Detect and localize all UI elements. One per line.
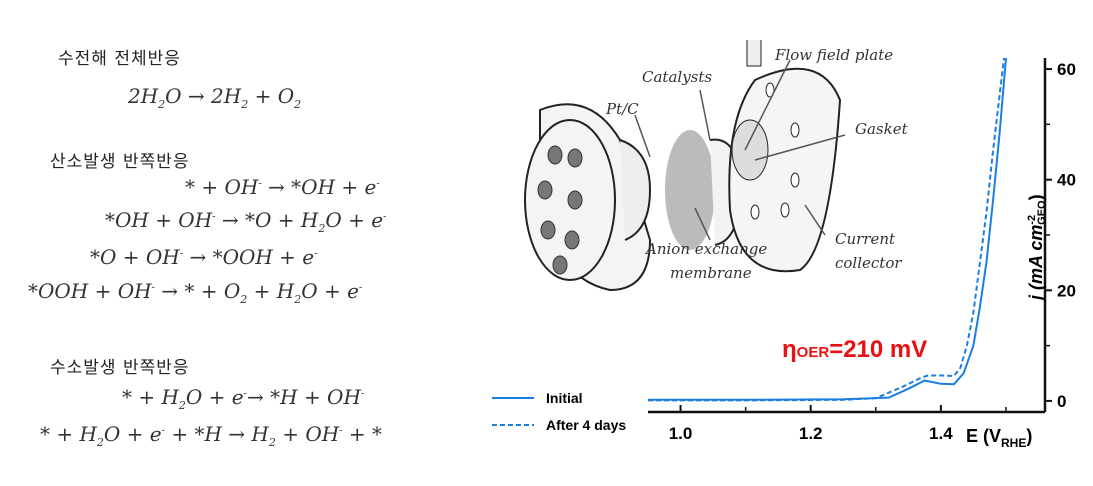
equation-term: -	[179, 248, 184, 260]
equation-term: → *OOH + e	[183, 245, 315, 269]
electrolyzer-cell-diagram	[524, 40, 846, 292]
equation-term: -	[212, 211, 216, 223]
equation: *OH + OH- → *O + H2O + e-	[105, 208, 386, 235]
equation-term: + *H → H	[165, 422, 269, 446]
label-membrane: membrane	[670, 264, 752, 282]
equation-term: *O + OH	[90, 245, 180, 269]
equation-term: -	[360, 388, 365, 400]
equation-term: * + H	[40, 422, 97, 446]
equation-term: → *O + H	[215, 208, 319, 232]
equation-term: -	[243, 388, 248, 400]
equation: *O + OH- → *OOH + e-	[90, 245, 318, 269]
flow-field	[731, 119, 769, 181]
equation-term: → *OH + e	[261, 175, 377, 199]
label-current-collector: collector	[835, 254, 902, 272]
equation-term: -	[314, 248, 318, 260]
label-pt-c: Pt/C	[606, 100, 639, 118]
equation-term: 2	[158, 98, 166, 111]
x-tick-label: 1.4	[929, 424, 953, 443]
equation-term: 2	[294, 293, 302, 306]
equation-term: -	[151, 282, 155, 294]
equation-term: → *H + OH	[247, 385, 361, 409]
series-line-after-4-days	[648, 57, 1005, 402]
label-membrane: Anion exchange	[646, 240, 768, 258]
legend-label: Initial	[546, 390, 583, 406]
y-tick-label: 20	[1057, 281, 1076, 300]
x-tick-label: 1.0	[669, 424, 693, 443]
end-plate-right	[728, 67, 842, 273]
equation-term: * + OH	[185, 175, 259, 199]
y-axis-label: j (mA cm-2GEO)	[1026, 194, 1048, 302]
equation-term: 2	[268, 436, 276, 449]
equation-term: 2	[240, 293, 248, 306]
equation-term: 2	[318, 222, 326, 235]
equation-term: O + e	[301, 279, 359, 303]
equation: * + H2O + e-→ *H + OH-	[122, 385, 364, 412]
label-flow-field-plate: Flow field plate	[775, 46, 894, 64]
label-catalysts: Catalysts	[642, 68, 713, 86]
her-title: 수소발생 반쪽반응	[50, 358, 190, 378]
equation-term: 2	[178, 399, 186, 412]
equation-term: 2	[294, 98, 302, 111]
equation-term: → * + O	[154, 279, 241, 303]
equation-term: * + H	[122, 385, 179, 409]
equation-term: *OH + OH	[105, 208, 213, 232]
equation: 2H2O → 2H2 + O2	[128, 84, 301, 111]
equation-term: 2	[241, 98, 249, 111]
equation: * + H2O + e- + *H → H2 + OH- + *	[40, 422, 382, 449]
equation-term: -	[258, 178, 262, 190]
oer-title: 산소발생 반쪽반응	[50, 152, 190, 172]
equation-term: 2H	[128, 84, 159, 108]
y-tick-label: 40	[1057, 171, 1076, 190]
equation: *OOH + OH- → * + O2 + H2O + e-	[28, 279, 362, 306]
y-tick-label: 0	[1057, 392, 1066, 411]
label-current-collector: Current	[835, 230, 896, 248]
equation-term: -	[383, 211, 387, 223]
overall-reaction-title: 수전해 전체반응	[58, 49, 181, 69]
legend-label: After 4 days	[546, 417, 626, 433]
equation: * + OH- → *OH + e-	[185, 175, 380, 199]
overpotential-annotation: ηOER=210 mV	[782, 336, 927, 363]
x-tick-label: 1.2	[799, 424, 823, 443]
equation-term: + H	[247, 279, 295, 303]
equation-term: -	[358, 282, 363, 294]
equation-term: O + e	[325, 208, 384, 232]
equation-term: + OH	[275, 422, 340, 446]
equation-term: O → 2H	[165, 84, 242, 108]
equation-term: *OOH + OH	[28, 279, 152, 303]
equation-term: -	[376, 178, 380, 190]
equation-term: + *	[342, 422, 383, 446]
membrane	[665, 130, 715, 250]
equation-term: 2	[96, 436, 104, 449]
equation-term: + O	[248, 84, 295, 108]
x-axis-label: E (VRHE)	[966, 426, 1032, 450]
equation-term: -	[339, 425, 343, 437]
equation-term: -	[161, 425, 166, 437]
equation-term: O + e	[103, 422, 162, 446]
y-tick-label: 60	[1057, 60, 1076, 79]
label-gasket: Gasket	[855, 120, 908, 138]
equation-term: O + e	[185, 385, 244, 409]
